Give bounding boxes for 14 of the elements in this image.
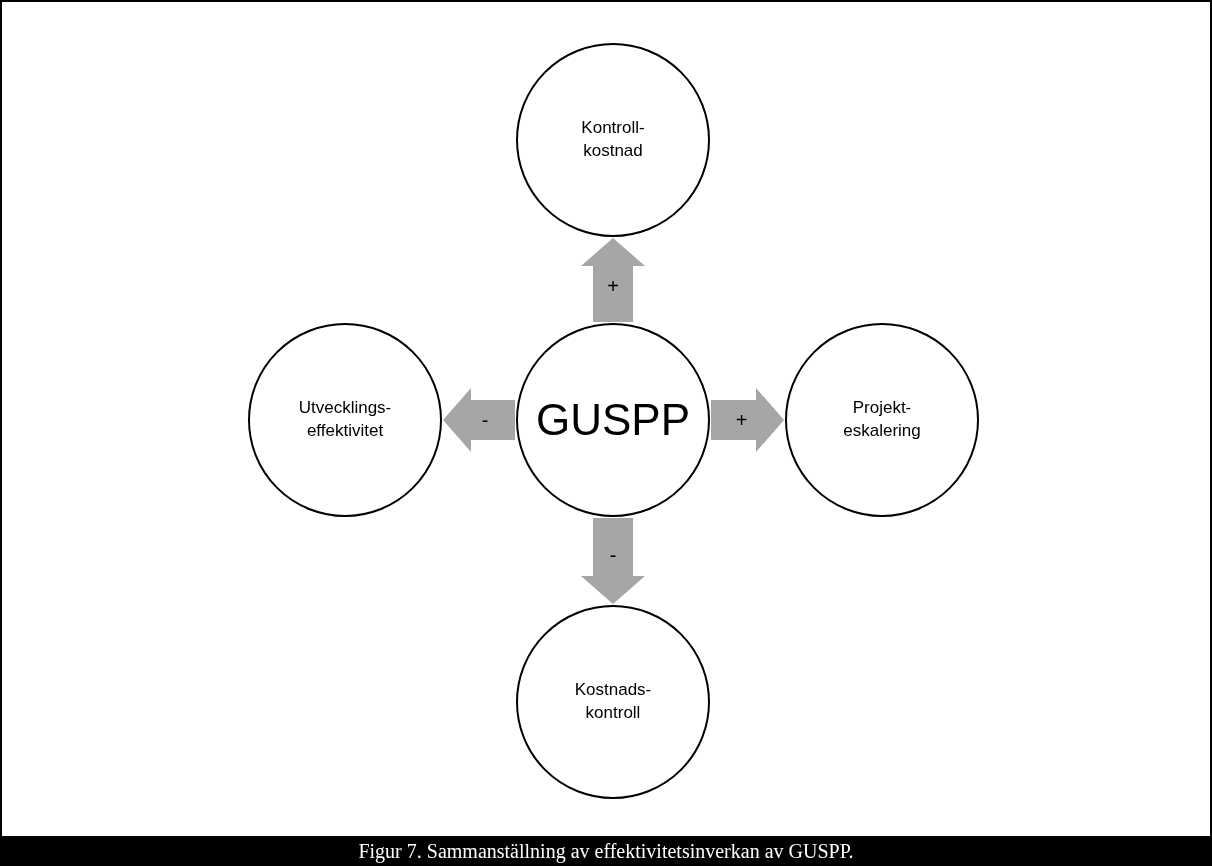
block-arrow <box>581 518 645 604</box>
node-label: Kostnads- kontroll <box>573 679 653 724</box>
node-label: Utvecklings- effektivitet <box>297 397 393 442</box>
node-label: Projekt- eskalering <box>842 397 922 442</box>
edge-label: + <box>607 276 619 296</box>
block-arrow <box>581 238 645 322</box>
edge-label: - <box>609 545 617 565</box>
block-arrow <box>443 388 515 452</box>
edge-label: + <box>735 410 748 430</box>
node-label: GUSPP <box>535 394 690 447</box>
figure-caption: Figur 7. Sammanställning av effektivitetsinverkan av GUSPP. <box>358 839 854 863</box>
node-label: Kontroll- kostnad <box>580 117 646 162</box>
edge-label: - <box>481 410 489 430</box>
block-arrow <box>711 388 784 452</box>
